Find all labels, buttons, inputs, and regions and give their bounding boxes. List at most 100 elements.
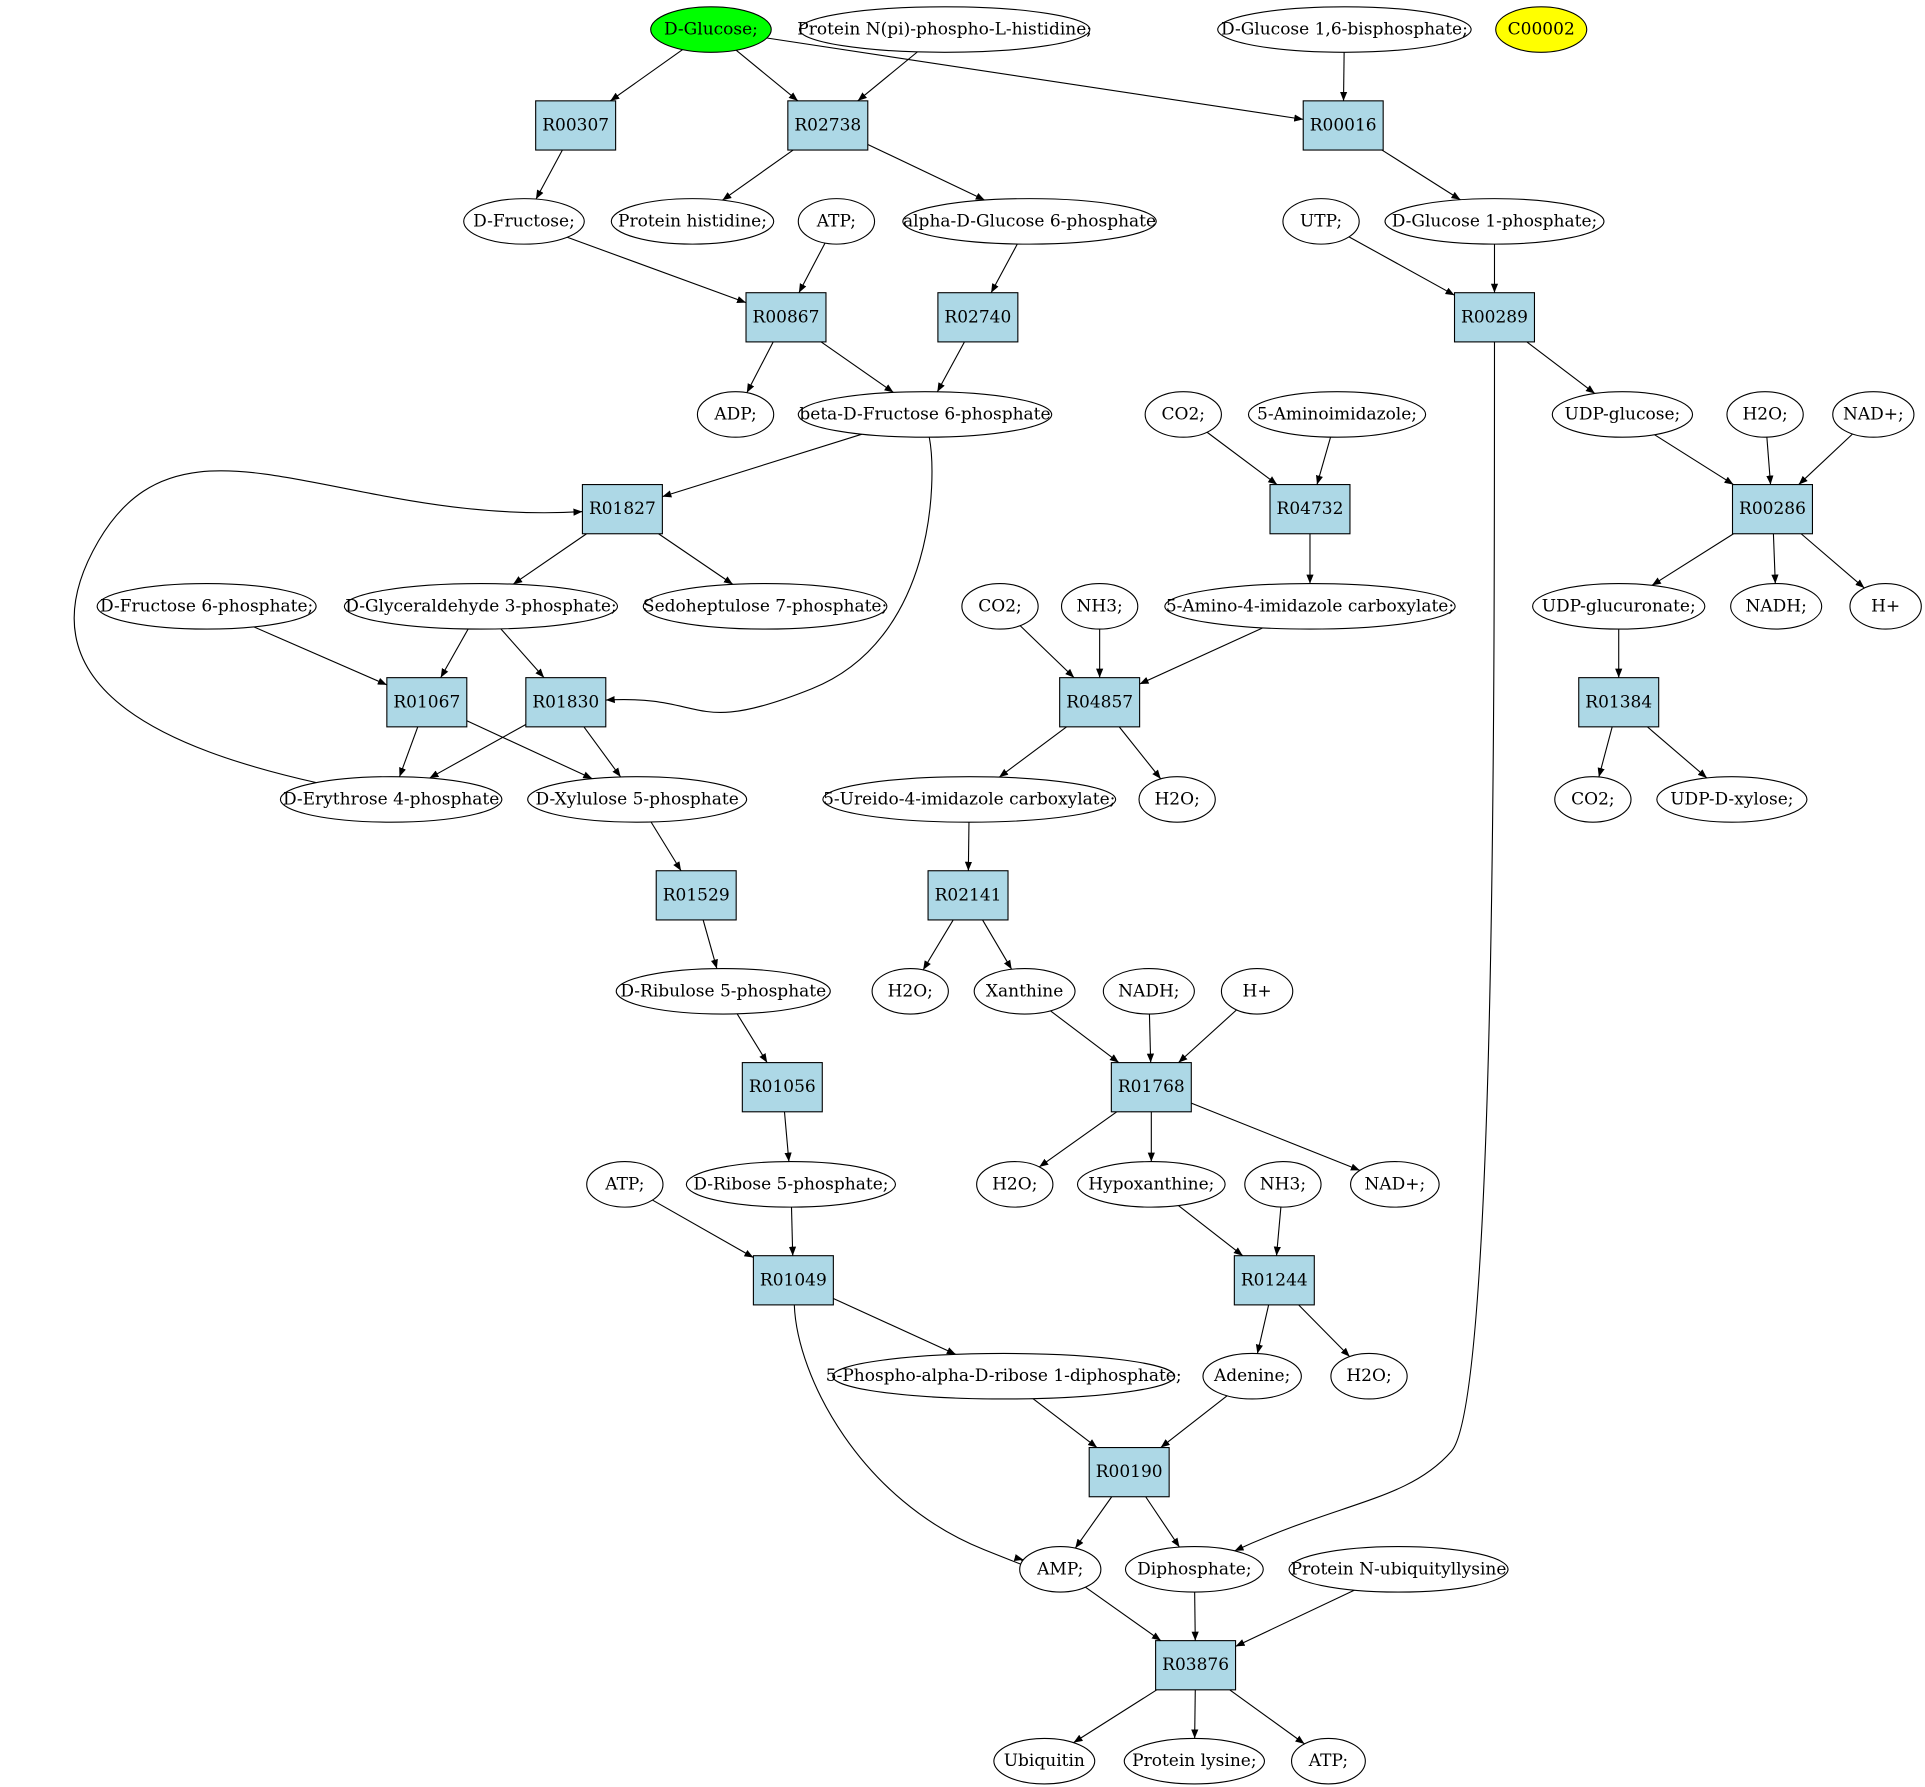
reaction-node-r01049[interactable]: R01049 — [752, 1255, 834, 1306]
compound-node-uicx[interactable]: 5-Ureido-4-imidazole carboxylate; — [822, 776, 1117, 823]
compound-node-prpp[interactable]: 5-Phospho-alpha-D-ribose 1-diphosphate; — [826, 1352, 1182, 1400]
reaction-box — [1453, 292, 1536, 343]
edge-R00289-to-udpg — [1526, 341, 1596, 394]
node-label: NH3; — [1077, 596, 1123, 616]
reaction-node-r01827[interactable]: R01827 — [581, 484, 663, 535]
compound-node-atp3[interactable]: ATP; — [1290, 1737, 1366, 1785]
compound-node-ade[interactable]: Adenine; — [1202, 1352, 1302, 1400]
compound-node-ppi[interactable]: Diphosphate; — [1124, 1546, 1264, 1593]
edge-R02738-to-phis — [722, 149, 794, 201]
compound-node-h2od[interactable]: H2O; — [976, 1161, 1054, 1208]
edge-R01067-to-dx5p — [466, 720, 593, 780]
compound-ellipse — [871, 967, 949, 1015]
compound-node-nadhb[interactable]: NADH; — [1102, 967, 1195, 1015]
compound-node-nada[interactable]: NAD+; — [1832, 391, 1915, 438]
edge-R00867-to-bf6p — [820, 341, 894, 393]
compound-node-atp2[interactable]: ATP; — [586, 1161, 664, 1208]
node-label: R00289 — [1461, 307, 1528, 327]
compound-node-g1p[interactable]: D-Glucose 1-phosphate; — [1384, 198, 1605, 245]
compound-node-atp1[interactable]: ATP; — [797, 198, 876, 245]
compound-ellipse — [1124, 1546, 1264, 1593]
reaction-node-r00016[interactable]: R00016 — [1302, 100, 1384, 151]
compound-node-adp[interactable]: ADP; — [696, 391, 775, 438]
node-label: Adenine; — [1213, 1366, 1290, 1386]
reaction-node-r04857[interactable]: R04857 — [1059, 677, 1141, 728]
compound-node-aimid[interactable]: 5-Aminoimidazole; — [1247, 391, 1427, 438]
compound-ellipse — [463, 198, 585, 245]
node-label: R02141 — [935, 885, 1002, 905]
compound-node-udpg[interactable]: UDP-glucose; — [1551, 391, 1694, 438]
compound-node-dx5p[interactable]: D-Xylulose 5-phosphate — [527, 776, 748, 823]
compound-node-hyp[interactable]: Hypoxanthine; — [1076, 1161, 1226, 1208]
compound-node-nh3a[interactable]: NH3; — [1060, 583, 1139, 630]
compound-node-c00002[interactable]: C00002 — [1495, 6, 1588, 53]
node-label: AMP; — [1036, 1559, 1083, 1579]
compound-node-plys[interactable]: Protein lysine; — [1123, 1737, 1266, 1785]
compound-node-amp[interactable]: AMP; — [1019, 1546, 1102, 1593]
compound-node-df6p[interactable]: D-Fructose 6-phosphate; — [96, 583, 317, 630]
reaction-box — [1731, 484, 1814, 535]
compound-node-ag6p[interactable]: alpha-D-Glucose 6-phosphate — [902, 198, 1157, 245]
compound-node-nh3b[interactable]: NH3; — [1244, 1161, 1322, 1208]
reaction-node-r01529[interactable]: R01529 — [655, 870, 737, 921]
compound-node-glc[interactable]: D-Glucose; — [650, 6, 772, 53]
compound-node-nadha[interactable]: NADH; — [1730, 583, 1823, 630]
compound-ellipse — [527, 776, 748, 823]
reaction-node-r00190[interactable]: R00190 — [1088, 1447, 1170, 1498]
reaction-node-r02740[interactable]: R02740 — [937, 292, 1019, 343]
edge-R01049-to-prpp — [833, 1298, 957, 1355]
compound-node-hpb[interactable]: H+ — [1220, 967, 1294, 1015]
reaction-node-r01244[interactable]: R01244 — [1233, 1255, 1315, 1306]
compound-node-udpx[interactable]: UDP-D-xylose; — [1656, 776, 1808, 823]
compound-node-h2oc[interactable]: H2O; — [871, 967, 949, 1015]
edge-h2oa-to-R00286 — [1766, 437, 1774, 485]
reaction-node-r00286[interactable]: R00286 — [1731, 484, 1814, 535]
edge-R01384-to-udpx — [1647, 726, 1708, 779]
reaction-node-r01768[interactable]: R01768 — [1110, 1062, 1192, 1113]
compound-node-h2ob[interactable]: H2O; — [1138, 776, 1216, 823]
compound-node-hpa[interactable]: H+ — [1849, 583, 1922, 630]
reaction-node-r00867[interactable]: R00867 — [745, 292, 827, 343]
reaction-node-r04732[interactable]: R04732 — [1269, 484, 1351, 535]
reaction-node-r02141[interactable]: R02141 — [927, 870, 1009, 921]
compound-node-dg3p[interactable]: D-Glyceraldehyde 3-phosphate; — [343, 583, 619, 630]
reaction-node-r02738[interactable]: R02738 — [787, 100, 869, 151]
compound-node-h2oe[interactable]: H2O; — [1330, 1352, 1408, 1400]
reaction-node-r03876[interactable]: R03876 — [1155, 1640, 1237, 1691]
compound-node-co2c[interactable]: CO2; — [1554, 776, 1632, 823]
reaction-box — [1059, 677, 1141, 728]
compound-node-ubq[interactable]: Ubiquitin — [993, 1737, 1096, 1785]
reaction-node-r01384[interactable]: R01384 — [1578, 677, 1660, 728]
compound-node-co2b[interactable]: CO2; — [961, 583, 1039, 630]
reaction-node-r01056[interactable]: R01056 — [741, 1062, 823, 1113]
compound-node-g16bp[interactable]: D-Glucose 1,6-bisphosphate; — [1217, 6, 1472, 53]
node-label: D-Glucose 1-phosphate; — [1392, 211, 1598, 231]
compound-node-co2a[interactable]: CO2; — [1144, 391, 1222, 438]
compound-node-phis[interactable]: Protein histidine; — [610, 198, 775, 245]
reaction-node-r00307[interactable]: R00307 — [535, 100, 617, 151]
compound-node-h2oa[interactable]: H2O; — [1726, 391, 1804, 438]
compound-node-s7p[interactable]: Sedoheptulose 7-phosphate; — [642, 583, 888, 630]
compound-node-udpgl[interactable]: UDP-glucuronate; — [1532, 583, 1706, 630]
compound-node-utp[interactable]: UTP; — [1282, 198, 1360, 245]
compound-node-xan[interactable]: Xanthine — [973, 967, 1076, 1015]
compound-node-bf6p[interactable]: beta-D-Fructose 6-phosphate — [797, 391, 1053, 438]
reaction-box — [927, 870, 1009, 921]
reaction-node-r01830[interactable]: R01830 — [525, 677, 607, 728]
compound-ellipse — [610, 198, 775, 245]
compound-node-nadb[interactable]: NAD+; — [1350, 1161, 1440, 1208]
edge-R01827-to-dg3p — [512, 533, 587, 585]
compound-node-pnhis[interactable]: Protein N(pi)-phospho-L-histidine; — [797, 6, 1092, 53]
reaction-node-r01067[interactable]: R01067 — [386, 677, 468, 728]
compound-node-rib5p[interactable]: D-Ribose 5-phosphate; — [685, 1161, 897, 1208]
compound-ellipse — [343, 583, 619, 630]
reaction-box — [1233, 1255, 1315, 1306]
reaction-box — [525, 677, 607, 728]
compound-node-pnub[interactable]: Protein N-ubiquityllysine — [1288, 1546, 1509, 1593]
reaction-node-r00289[interactable]: R00289 — [1453, 292, 1536, 343]
compound-ellipse — [696, 391, 775, 438]
compound-node-de4p[interactable]: D-Erythrose 4-phosphate — [279, 776, 503, 823]
compound-node-aicx[interactable]: 5-Amino-4-imidazole carboxylate; — [1164, 583, 1456, 630]
compound-node-dr5p[interactable]: D-Ribulose 5-phosphate — [615, 967, 831, 1015]
compound-node-dfru[interactable]: D-Fructose; — [463, 198, 585, 245]
